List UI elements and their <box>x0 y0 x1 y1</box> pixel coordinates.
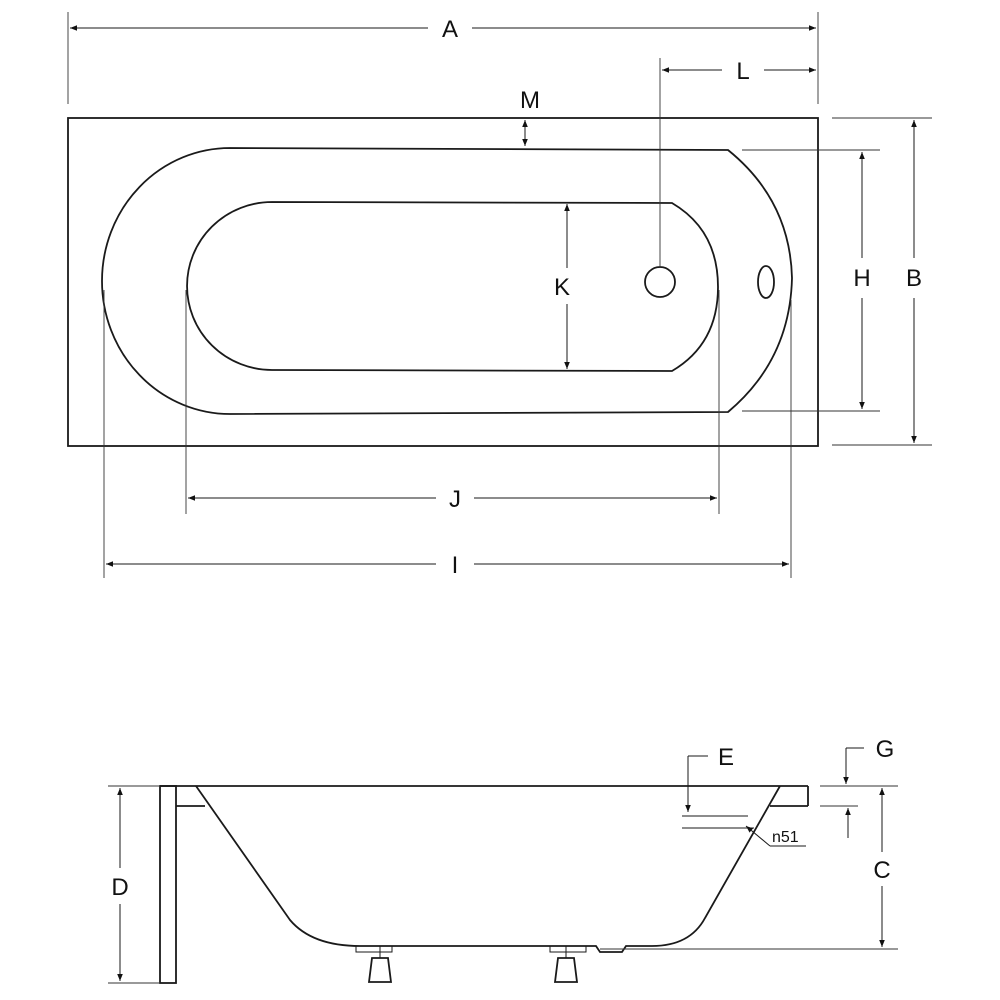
tub-rim-outline <box>67 117 819 447</box>
tub-inner-floor <box>186 201 719 372</box>
dim-label-c: C <box>873 857 890 884</box>
tub-body-profile <box>195 785 781 953</box>
overflow-callout: n51 <box>745 825 806 847</box>
dim-label-e: E <box>718 744 734 771</box>
dimension-e: E <box>682 744 754 829</box>
side-view: D C E n51 G <box>108 736 898 984</box>
front-panel <box>159 785 177 984</box>
dimension-l: L <box>659 58 816 267</box>
dim-label-j: J <box>449 486 461 513</box>
drain-hole <box>644 266 676 298</box>
dim-label-i: I <box>452 552 459 579</box>
dimension-g: G <box>820 736 894 838</box>
dim-label-d: D <box>111 874 128 901</box>
dim-label-k: K <box>554 274 570 301</box>
dim-label-l: L <box>736 58 749 85</box>
dimension-h: H <box>742 149 880 412</box>
tub-foot-right <box>549 945 587 983</box>
dimension-k: K <box>554 204 570 369</box>
overflow-diameter-label: n51 <box>772 829 799 846</box>
dimension-d: D <box>108 785 160 984</box>
dimension-j: J <box>185 290 720 514</box>
dimension-i: I <box>103 290 792 579</box>
dimension-a: A <box>67 12 819 104</box>
tub-outer-basin-edge <box>101 147 793 415</box>
overflow-hole <box>757 265 775 299</box>
dim-label-a: A <box>442 16 458 43</box>
dim-label-b: B <box>906 265 922 292</box>
dim-label-m: M <box>520 87 540 114</box>
dimension-m: M <box>520 87 540 146</box>
dim-label-g: G <box>876 736 895 763</box>
dim-label-h: H <box>853 265 870 292</box>
dimension-c: C <box>600 785 898 950</box>
plan-view: A L M K H <box>67 12 932 579</box>
dimension-b: B <box>832 117 932 446</box>
tub-foot-left <box>355 945 393 983</box>
